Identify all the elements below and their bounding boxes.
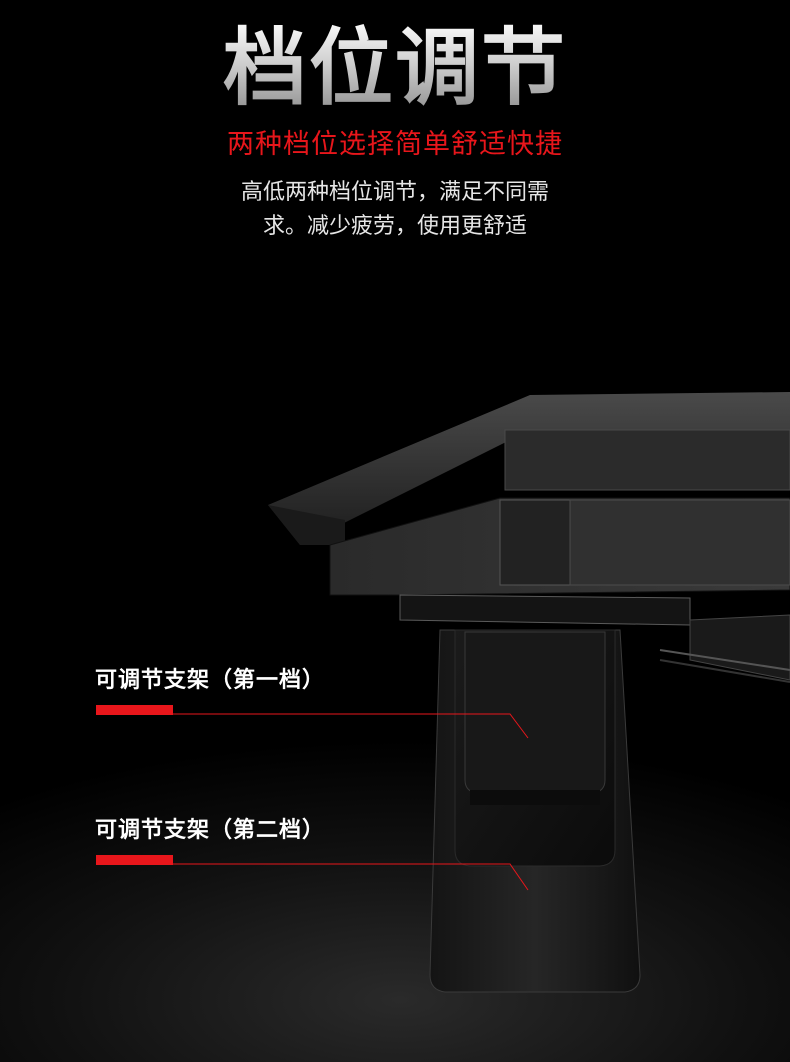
description: 高低两种档位调节，满足不同需 求。减少疲劳，使用更舒适 [0,176,790,244]
adjustable-stand-product-photo [170,392,790,993]
stand-front-block [504,429,790,491]
subtitle: 两种档位选择简单舒适快捷 [227,129,563,160]
description-line-1: 高低两种档位调节，满足不同需 [240,180,549,205]
page-title: 档位调节 [0,18,790,118]
callout-bar-second-level [96,855,173,865]
callout-bar-first-level [96,705,173,715]
description-line-2: 求。减少疲劳，使用更舒适 [262,214,527,239]
callout-label-first-level: 可调节支架（第一档） [95,668,326,693]
stand-bottom-rail [399,594,691,626]
callout-label-second-level: 可调节支架（第二档） [95,818,326,843]
